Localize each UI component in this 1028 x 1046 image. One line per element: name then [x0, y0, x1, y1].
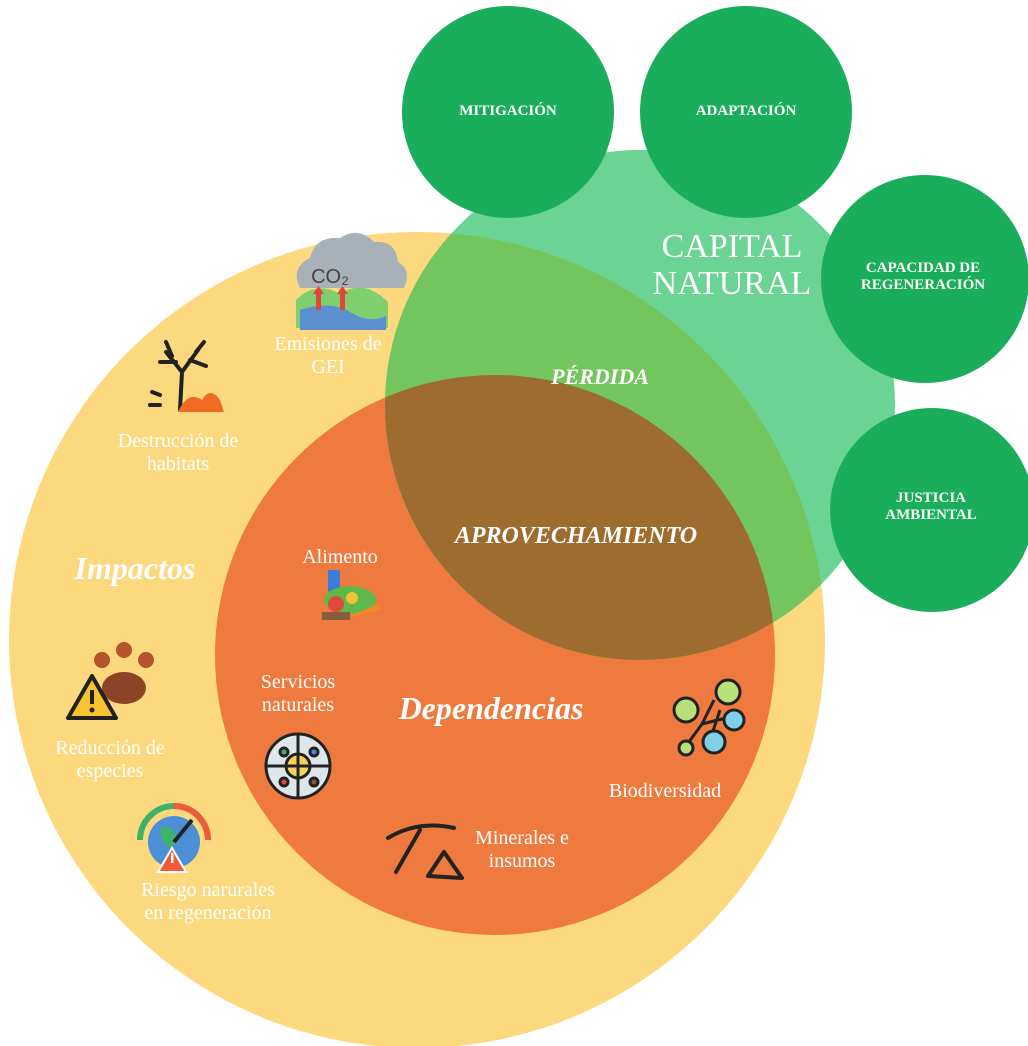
servicios-label: Servicios naturales: [260, 671, 336, 716]
adaptacion-label: ADAPTACIÓN: [695, 103, 797, 119]
dependencias-label: Dependencias: [398, 690, 584, 726]
alimento-label: Alimento: [302, 546, 378, 568]
co2-cloud-icon: CO₂: [296, 232, 407, 330]
justicia-label: JUSTICIA AMBIENTAL: [885, 490, 977, 524]
biodiversity-network-icon: [672, 678, 746, 757]
minerales-label: Minerales e insumos: [475, 827, 569, 872]
destruccion-label: Destrucción de habitats: [117, 430, 239, 475]
reduccion-label: Reducción de especies: [55, 737, 165, 782]
regeneracion-label: CAPACIDAD DE REGENERACIÓN: [860, 260, 986, 294]
perdida-label: PÉRDIDA: [551, 364, 649, 389]
globe-gauge-icon: [137, 803, 211, 873]
emisiones-label: Emisiones de GEI: [274, 333, 382, 378]
regeneracion-circle: [821, 175, 1028, 383]
justicia-circle: [830, 408, 1028, 612]
mitigacion-circle: [402, 6, 614, 218]
paw-warning-icon: [66, 642, 154, 720]
ecosystem-wheel-icon: [264, 732, 332, 800]
aprovechamiento-label: APROVECHAMIENTO: [454, 523, 698, 549]
impactos-label: Impactos: [74, 550, 196, 586]
svg-text:CO₂: CO₂: [311, 266, 349, 288]
adaptacion-circle: [640, 6, 852, 218]
mitigacion-label: MITIGACIÓN: [459, 103, 557, 119]
fire-mound-icon: [178, 393, 224, 412]
dead-tree-icon: [148, 340, 208, 412]
riesgo-label: Riesgo narurales en regeneración: [141, 879, 275, 924]
capital-natural-label: CAPITAL NATURAL: [652, 228, 812, 303]
pickaxe-icon: [386, 823, 464, 880]
biodiversidad-label: Biodiversidad: [608, 780, 722, 802]
food-icon: [322, 570, 382, 620]
